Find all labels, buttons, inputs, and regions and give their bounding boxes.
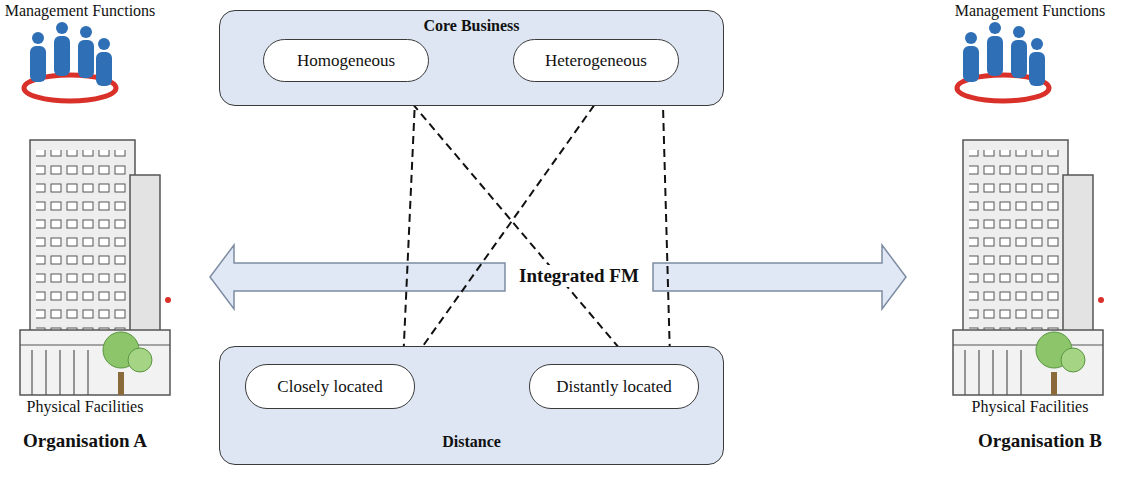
dashed-connector <box>662 84 670 362</box>
organisation-label: Organisation B <box>978 430 1102 452</box>
pill-label: Distantly located <box>556 377 672 397</box>
category-pill: Homogeneous <box>263 39 429 82</box>
org-facility-label: Physical Facilities <box>972 398 1089 416</box>
organisation-label: Organisation A <box>23 430 147 452</box>
pill-label: Heterogeneous <box>545 51 647 71</box>
band-heading: Distance <box>220 433 723 451</box>
center-label: Integrated FM <box>515 265 643 287</box>
org-function-label: Management Functions <box>955 2 1106 20</box>
dashed-connector <box>412 84 610 362</box>
org-function-label: Management Functions <box>5 2 156 20</box>
band-heading: Core Business <box>220 17 723 35</box>
dashed-connector <box>403 84 416 362</box>
distance-band: Distance Closely located Distantly located <box>219 346 724 465</box>
dashed-connector <box>396 84 631 362</box>
category-pill: Heterogeneous <box>513 39 679 82</box>
category-pill: Distantly located <box>529 364 699 409</box>
core-business-band: Core BusinessHomogeneous Heterogeneous <box>219 10 724 106</box>
pill-label: Homogeneous <box>297 51 395 71</box>
category-pill: Closely located <box>245 364 415 409</box>
org-facility-label: Physical Facilities <box>27 398 144 416</box>
pill-label: Closely located <box>277 377 382 397</box>
